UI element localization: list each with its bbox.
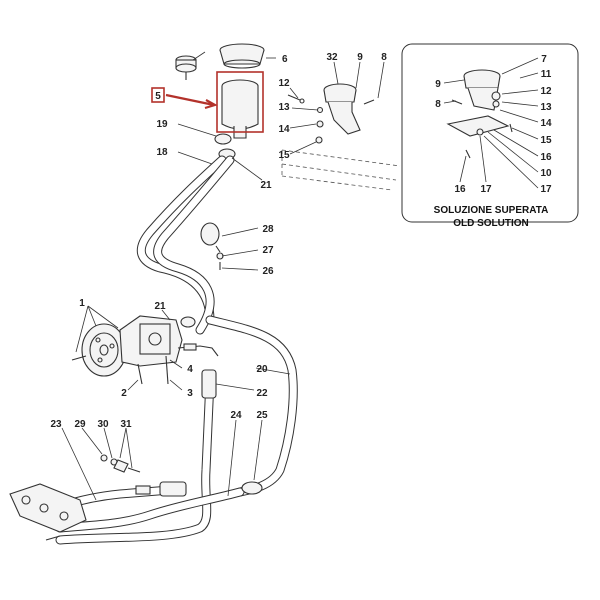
clamp-part-19	[214, 133, 232, 145]
callout-32: 32	[326, 52, 338, 63]
inset-callout-11: 11	[541, 69, 552, 80]
callout-9: 9	[357, 52, 363, 63]
callout-3: 3	[187, 388, 193, 399]
callout-labels: 5 6 32 9 8 12 13 14 15 19 18 21 28 27 26…	[50, 52, 387, 430]
callout-24: 24	[230, 410, 242, 421]
callout-21-top: 21	[260, 180, 272, 191]
callout-27: 27	[262, 245, 274, 256]
clamp-part-28	[200, 222, 224, 270]
callout-28: 28	[262, 224, 274, 235]
reservoir-ring-part	[219, 43, 265, 69]
callout-23: 23	[50, 419, 62, 430]
callout-13: 13	[278, 102, 290, 113]
inset-callout-15: 15	[540, 135, 552, 146]
inset-title-line1: SOLUZIONE SUPERATA	[434, 205, 549, 216]
pipe-24-part	[55, 485, 245, 533]
power-steering-pump-part	[71, 315, 219, 385]
callout-29: 29	[74, 419, 86, 430]
callout-4: 4	[187, 364, 193, 375]
pipe-22-part	[55, 369, 217, 545]
inset-frame	[401, 43, 579, 223]
callout-12: 12	[278, 78, 290, 89]
inset-callout-8: 8	[435, 99, 441, 110]
inset-callout-9: 9	[435, 79, 441, 90]
callout-21-pump: 21	[154, 301, 166, 312]
inset-callout-13: 13	[540, 102, 552, 113]
leader-lines	[61, 51, 539, 501]
inset-callout-12: 12	[540, 86, 552, 97]
callout-8: 8	[381, 52, 387, 63]
highlight-box	[216, 71, 264, 133]
inset-callout-labels: 7 11 12 13 14 15 16 10 17 9 8 16 17	[435, 54, 552, 195]
callout-19: 19	[156, 119, 168, 130]
inset-title-line2: OLD SOLUTION	[453, 218, 529, 229]
callout-6: 6	[282, 54, 288, 65]
inset-callout-17: 17	[540, 184, 552, 195]
inset-callout-17-bottom: 17	[480, 184, 492, 195]
callout-25: 25	[256, 410, 268, 421]
hose-18-part	[136, 155, 235, 335]
inset-callout-16: 16	[540, 152, 552, 163]
clip-parts-29-31	[100, 454, 141, 473]
callout-14: 14	[278, 124, 290, 135]
callout-15: 15	[278, 150, 290, 161]
reservoir-tank-part	[221, 79, 259, 139]
callout-18: 18	[156, 147, 168, 158]
inset-callout-7: 7	[541, 54, 547, 65]
callout-5-box	[151, 87, 165, 103]
callout-26: 26	[262, 266, 274, 277]
inset-callout-16-bottom: 16	[454, 184, 466, 195]
callout-31: 31	[120, 419, 132, 430]
fitting-part	[135, 481, 263, 497]
callout-30: 30	[97, 419, 109, 430]
hose-20-part	[205, 315, 298, 497]
callout-5: 5	[155, 91, 161, 102]
frame-bracket-part	[9, 483, 87, 541]
callout-2: 2	[121, 388, 127, 399]
reservoir-cap-part	[175, 55, 197, 80]
bracket-assembly-part	[287, 83, 375, 144]
callout-20: 20	[256, 364, 268, 375]
callout-22: 22	[256, 388, 268, 399]
body-panel-dashed	[281, 149, 401, 191]
highlight-arrow	[165, 93, 218, 110]
inset-bracket-part	[446, 69, 513, 159]
inset-callout-14: 14	[540, 118, 552, 129]
inset-callout-10: 10	[540, 168, 552, 179]
callout-1: 1	[79, 298, 85, 309]
